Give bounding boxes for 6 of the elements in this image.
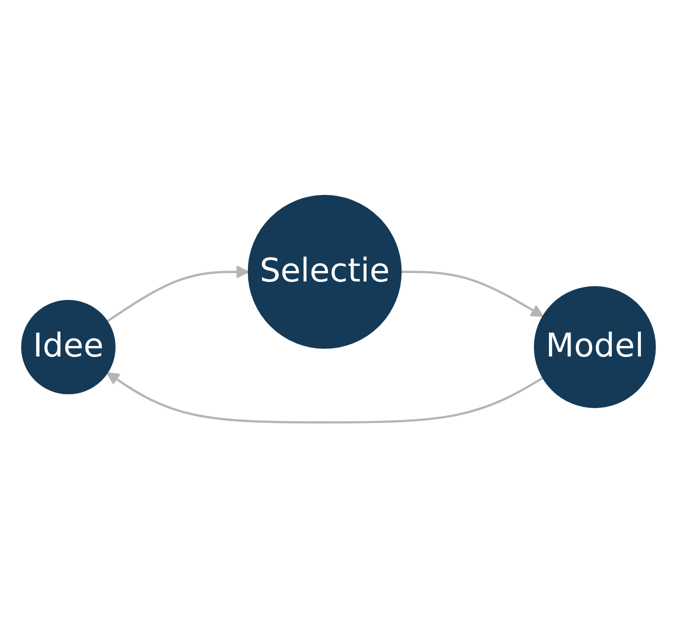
node-circle: Model xyxy=(534,286,656,408)
node-circle: Selectie xyxy=(248,194,402,349)
arrow xyxy=(400,270,544,317)
arrow xyxy=(106,265,250,322)
arrow xyxy=(106,372,544,424)
node-circle: Idee xyxy=(21,300,116,394)
